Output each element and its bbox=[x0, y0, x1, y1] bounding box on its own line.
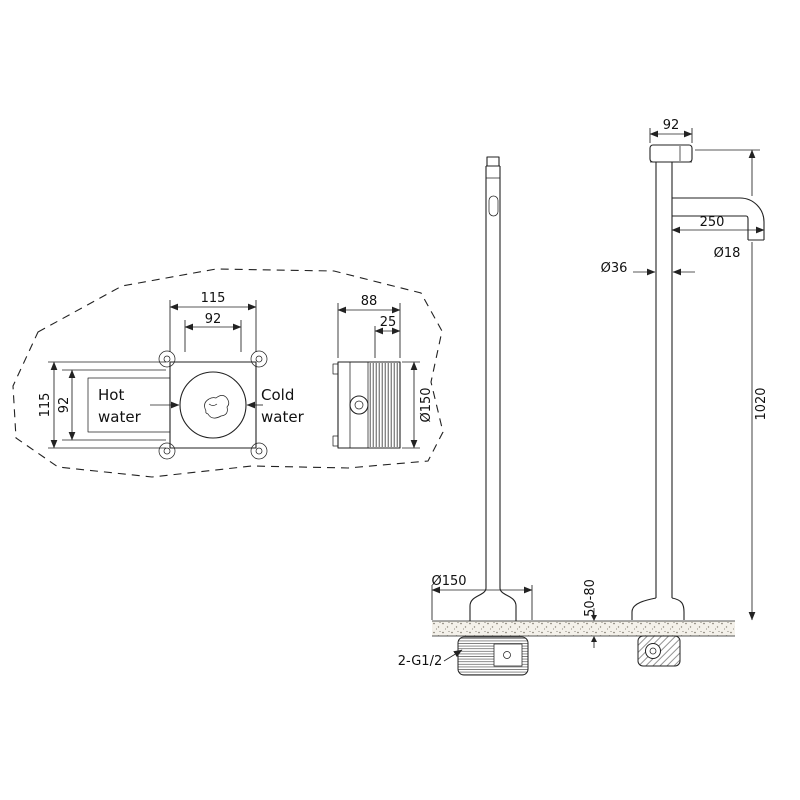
floor-dim-arrow-down bbox=[591, 615, 597, 621]
faucet-dimensions: 92 250 Ø18 Ø36 1020 Ø150 50-80 2-G1/2 bbox=[398, 118, 769, 669]
cold-water-label-line1: Cold bbox=[261, 386, 294, 404]
side-extension-lines-right bbox=[402, 361, 420, 449]
sensor-window bbox=[488, 195, 499, 217]
corner-ear bbox=[158, 350, 176, 368]
riser-body bbox=[655, 162, 673, 598]
extension-lines-top bbox=[169, 300, 257, 352]
control-body bbox=[485, 165, 501, 588]
dim-side-inset: 25 bbox=[380, 315, 397, 330]
control-top-cap bbox=[486, 156, 500, 167]
corner-ear bbox=[250, 442, 268, 460]
dim-base-diameter: Ø150 bbox=[431, 574, 466, 589]
extension-lines-left bbox=[48, 361, 166, 449]
riser-head bbox=[649, 144, 693, 163]
spout-riser-column bbox=[631, 144, 765, 667]
side-view-thread-section bbox=[369, 363, 398, 447]
dim-box-width-inner: 92 bbox=[205, 312, 222, 327]
cold-water-label-line2: water bbox=[261, 408, 305, 426]
side-inlet-circle bbox=[349, 395, 369, 415]
brand-logo-glyph bbox=[204, 395, 230, 419]
mounting-box-side-view: 88 25 Ø150 bbox=[332, 294, 434, 449]
valve-opening-circle bbox=[179, 371, 247, 439]
dim-side-depth: 88 bbox=[361, 294, 378, 309]
dim-box-width-outer: 115 bbox=[201, 291, 226, 306]
floor-dim-arrow-up bbox=[591, 636, 597, 642]
side-extension-lines-top bbox=[337, 303, 401, 358]
underfloor-box-port bbox=[503, 651, 511, 659]
dim-floor-thickness: 50-80 bbox=[583, 579, 598, 617]
dim-overall-height: 1020 bbox=[754, 387, 769, 420]
dim-spout-reach: 250 bbox=[700, 215, 725, 230]
hot-water-label-line2: water bbox=[98, 408, 142, 426]
floor-fill bbox=[432, 621, 735, 636]
screw-hole bbox=[255, 447, 263, 455]
riser-inlet-port bbox=[645, 643, 661, 659]
spout-arm bbox=[672, 197, 765, 241]
front-view-dimensions: 115 92 115 92 bbox=[38, 291, 257, 449]
brand-logo-detail bbox=[208, 403, 218, 406]
hot-cold-labels: Hot water Cold water bbox=[87, 377, 305, 433]
underfloor-box-detail bbox=[493, 643, 523, 667]
corner-ear bbox=[250, 350, 268, 368]
control-base-flange bbox=[469, 587, 517, 621]
screw-hole bbox=[163, 447, 171, 455]
floor-section bbox=[432, 620, 735, 637]
connection-leader-line bbox=[443, 649, 463, 662]
screw-hole bbox=[163, 355, 171, 363]
dim-box-height-inner: 92 bbox=[57, 397, 72, 414]
detail-bubble-outline bbox=[12, 268, 444, 478]
dim-spout-diameter: Ø18 bbox=[714, 246, 741, 261]
dim-inlet-connection: 2-G1/2 bbox=[398, 654, 442, 669]
screw-hole bbox=[255, 355, 263, 363]
side-ear-bottom bbox=[332, 435, 339, 447]
corner-ear bbox=[158, 442, 176, 460]
dim-head-width: 92 bbox=[663, 118, 680, 133]
side-view-body bbox=[337, 361, 401, 449]
side-inlet-hole bbox=[354, 400, 364, 410]
dim-box-height-outer: 115 bbox=[38, 393, 53, 418]
control-column bbox=[457, 156, 529, 676]
mounting-box-body bbox=[169, 361, 257, 449]
riser-base-flange bbox=[631, 597, 685, 620]
side-ear-top bbox=[332, 363, 339, 375]
hot-water-label-line1: Hot bbox=[98, 386, 124, 404]
dim-riser-diameter: Ø36 bbox=[601, 261, 628, 276]
riser-inlet-hole bbox=[649, 647, 657, 655]
dim-side-diameter: Ø150 bbox=[419, 387, 434, 422]
